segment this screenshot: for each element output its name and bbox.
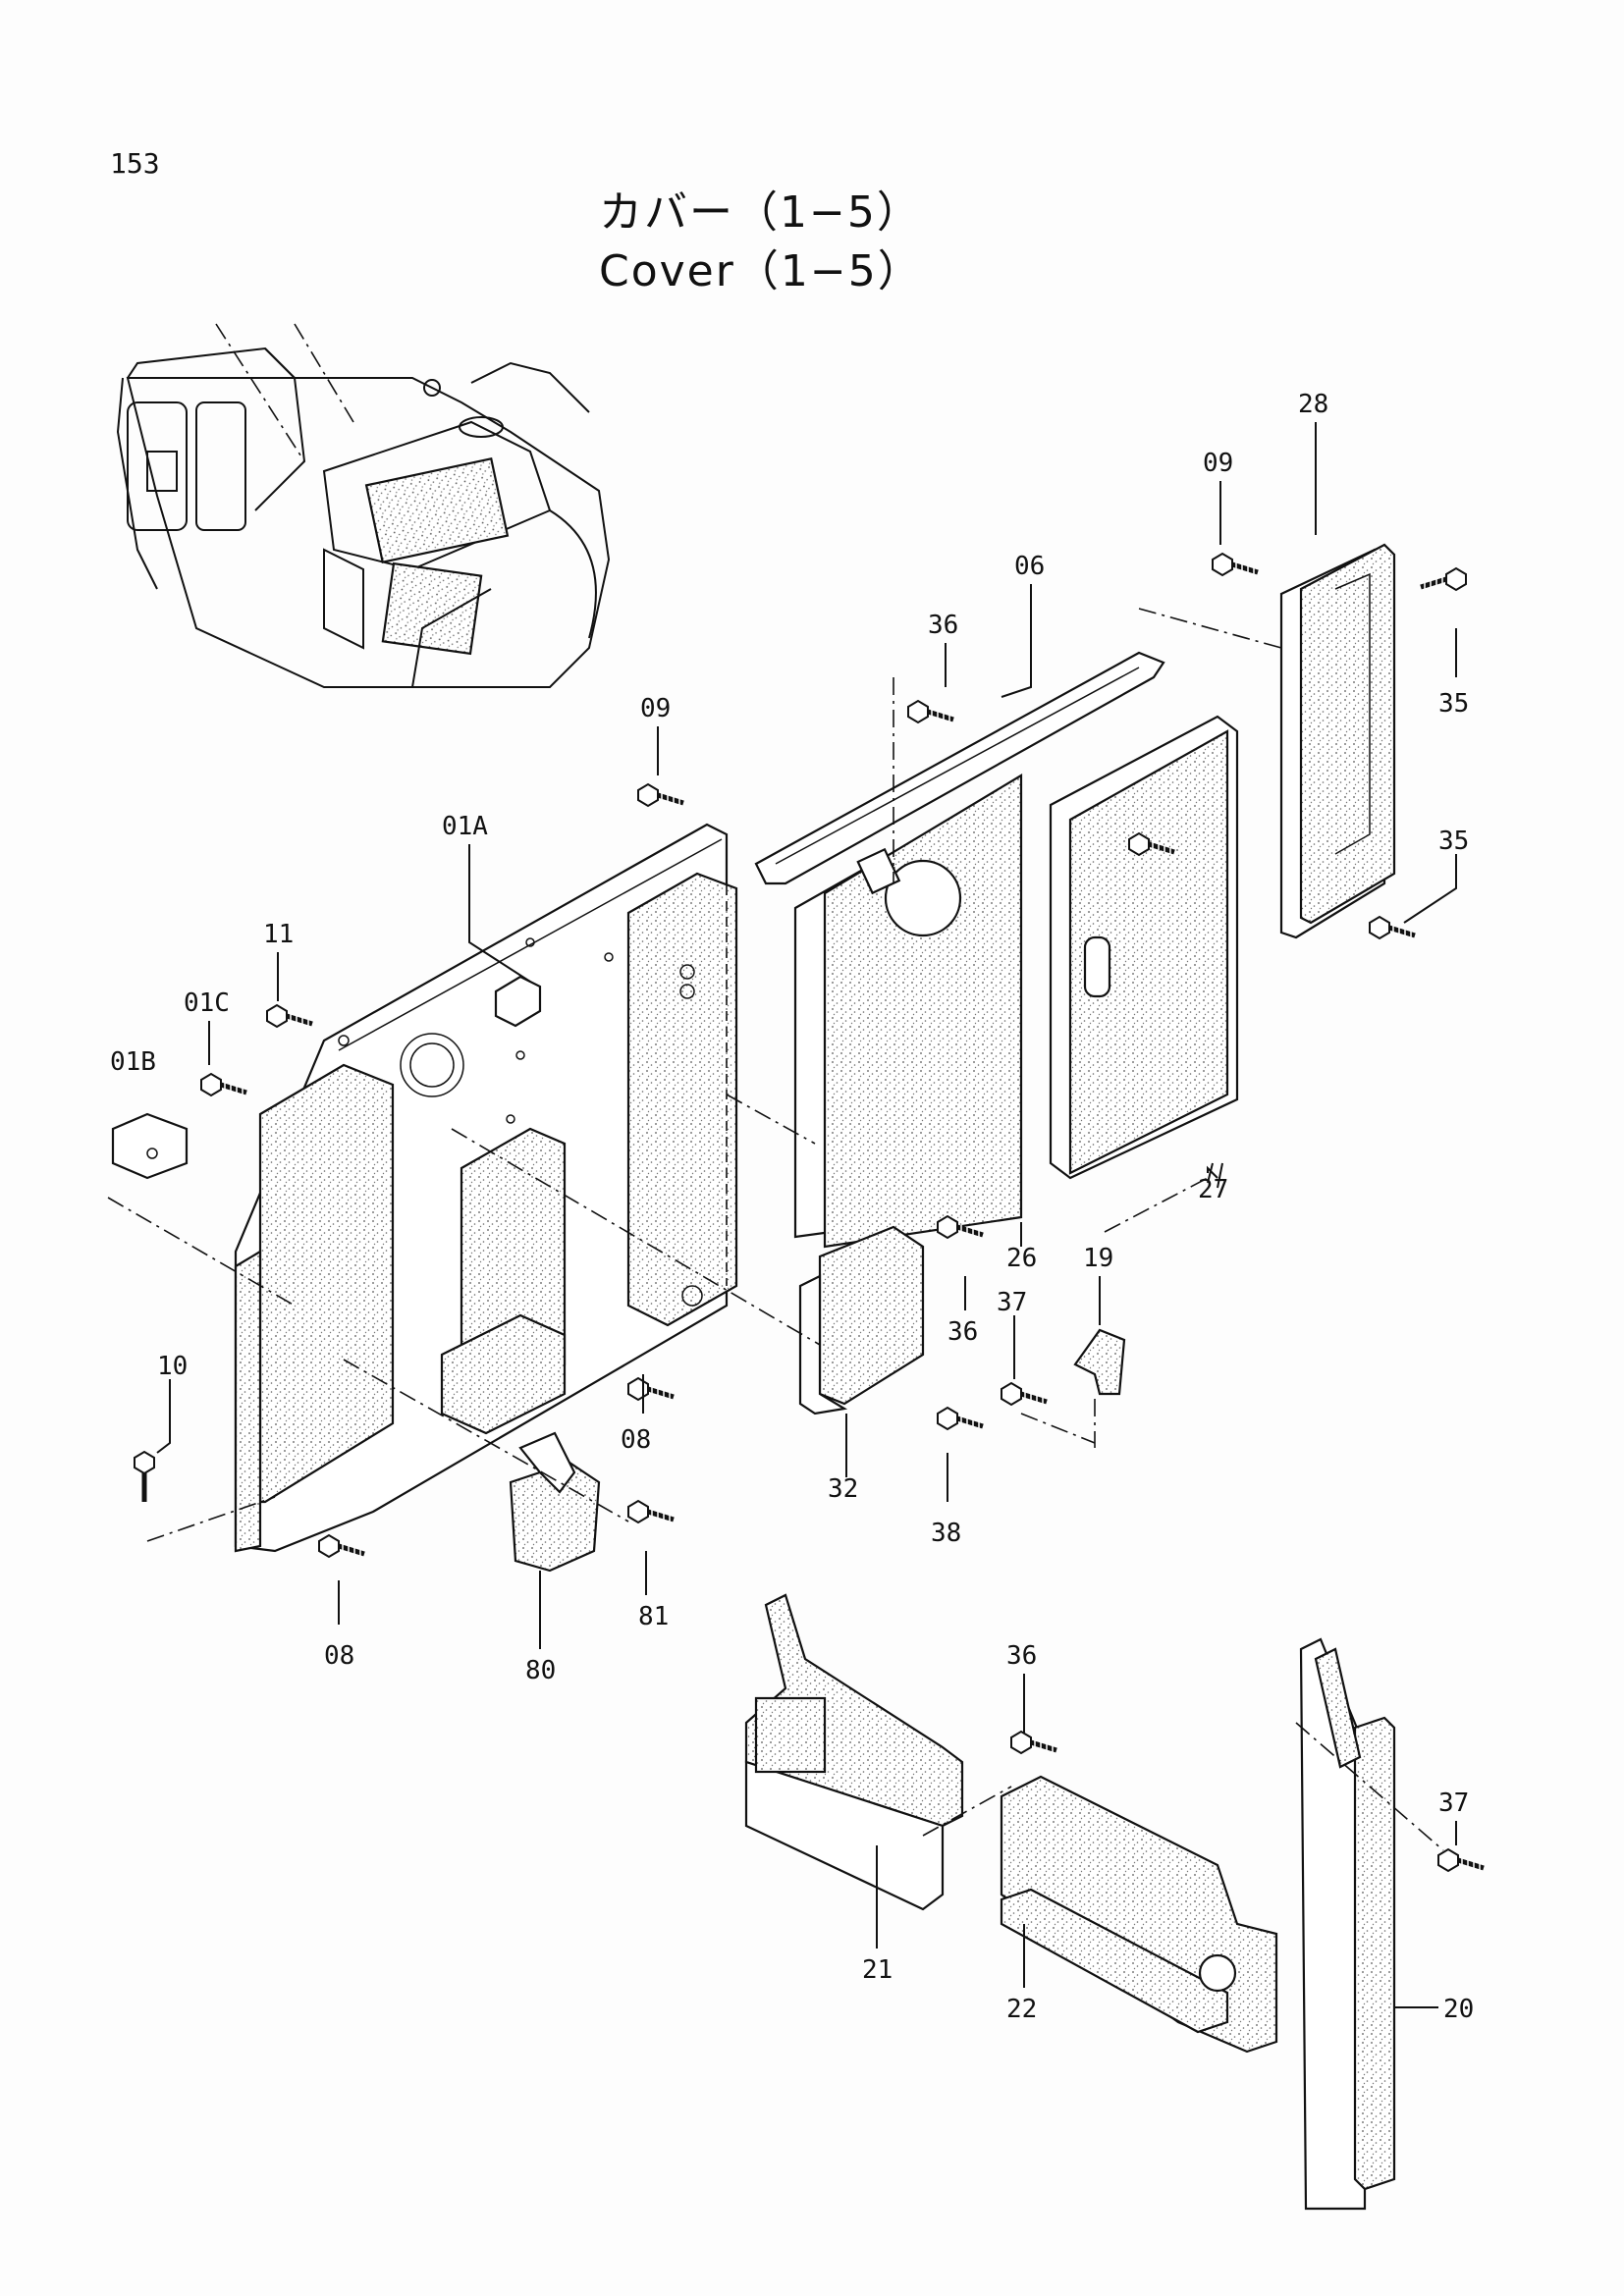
- bolt-11: [267, 1005, 312, 1027]
- label-20: 20: [1443, 1995, 1474, 2024]
- bolt-08-mid: [628, 1378, 674, 1400]
- label-09-mid: 09: [640, 694, 671, 723]
- bolt-01C: [201, 1074, 246, 1095]
- label-06: 06: [1014, 552, 1045, 581]
- foam-panel-left: [258, 1063, 395, 1504]
- label-38: 38: [931, 1519, 961, 1548]
- label-09-top: 09: [1203, 449, 1233, 478]
- bolt-36-low: [1011, 1732, 1056, 1753]
- label-01C: 01C: [184, 988, 230, 1018]
- part-19: [1073, 1328, 1126, 1396]
- part-20: [1353, 1716, 1396, 2191]
- label-81: 81: [638, 1602, 669, 1631]
- cover-32: [818, 1225, 925, 1406]
- foam-strip-tall: [626, 872, 738, 1327]
- bolt-37-mid: [1001, 1383, 1047, 1405]
- label-37-low: 37: [1438, 1789, 1469, 1818]
- bolt-09-mid: [638, 784, 683, 806]
- label-32: 32: [828, 1474, 858, 1504]
- label-27: 27: [1198, 1175, 1228, 1204]
- label-08-mid: 08: [621, 1425, 651, 1455]
- label-10: 10: [157, 1352, 188, 1381]
- label-11: 11: [263, 920, 294, 949]
- label-80: 80: [525, 1656, 556, 1685]
- label-26: 26: [1006, 1244, 1037, 1273]
- label-37-mid: 37: [997, 1288, 1027, 1317]
- bolt-37-low: [1438, 1849, 1484, 1871]
- label-35-top: 35: [1438, 689, 1469, 719]
- bracket-06: [754, 651, 1165, 885]
- leader-lines: [156, 422, 1457, 2008]
- label-35-lower: 35: [1438, 827, 1469, 856]
- label-21: 21: [862, 1955, 893, 1985]
- foam-block-lower: [440, 1313, 567, 1435]
- label-28: 28: [1298, 390, 1328, 419]
- title-english: Cover（1−5）: [599, 246, 923, 296]
- bolt-36-top: [908, 701, 953, 722]
- cover-28: [1299, 543, 1396, 925]
- title-japanese: カバー（1−5）: [599, 187, 922, 238]
- panel-27: [1068, 729, 1229, 1175]
- page-number: 153: [110, 147, 160, 180]
- foam-panel-left-side: [234, 1250, 262, 1553]
- label-01B: 01B: [110, 1047, 156, 1077]
- label-36-top: 36: [928, 611, 958, 640]
- alignment-lines: [107, 608, 1444, 1851]
- label-36-low: 36: [1006, 1641, 1037, 1671]
- machine-overview-inset: [116, 323, 611, 688]
- label-08-low: 08: [324, 1641, 354, 1671]
- bolt-35-top: [1421, 568, 1466, 590]
- label-01A: 01A: [442, 812, 488, 841]
- label-36-mid: 36: [947, 1317, 978, 1347]
- bolt-38: [938, 1408, 983, 1429]
- plate-01B: [111, 1112, 189, 1180]
- bolt-08-low: [319, 1535, 364, 1557]
- bolt-10: [134, 1450, 155, 1502]
- bolt-09-top: [1213, 554, 1258, 575]
- label-19: 19: [1083, 1244, 1113, 1273]
- label-22: 22: [1006, 1995, 1037, 2024]
- bolt-81: [628, 1501, 674, 1522]
